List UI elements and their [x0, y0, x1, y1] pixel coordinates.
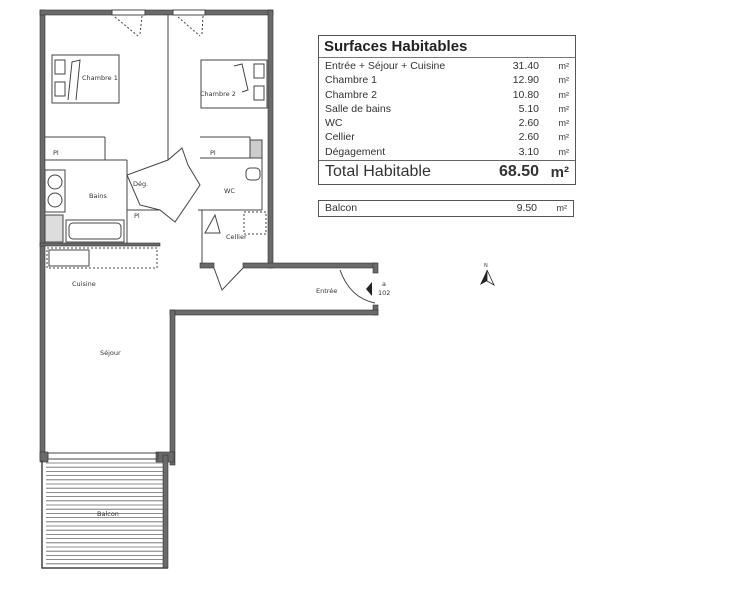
surface-name: Salle de bains: [325, 102, 391, 115]
surfaces-table: Surfaces Habitables Entrée + Séjour + Cu…: [318, 35, 576, 186]
surface-row: Dégagement 3.10 m²: [319, 145, 575, 159]
unit-letter: a: [382, 280, 386, 288]
surface-unit: m²: [558, 75, 570, 86]
room-label-degagement: Dég.: [133, 180, 148, 188]
surface-unit: m²: [558, 89, 570, 100]
total-label: Total Habitable: [325, 163, 431, 181]
room-label-sejour: Séjour: [100, 349, 121, 357]
surface-value: 2.60: [518, 117, 539, 130]
north-arrow-icon: [480, 269, 495, 286]
north-label: N: [484, 263, 488, 269]
windows: [47, 9, 206, 460]
room-label-wc: WC: [224, 187, 235, 195]
room-label-placard-2: Pl: [210, 149, 216, 157]
fixtures: [44, 139, 267, 269]
surface-row: Chambre 2 10.80 m²: [319, 88, 575, 102]
surface-name: Chambre 1: [325, 74, 377, 87]
surface-value: 5.10: [518, 102, 539, 115]
total-value: 68.50: [498, 163, 539, 181]
surface-row: Entrée + Séjour + Cuisine 31.40 m²: [319, 59, 575, 73]
surfaces-total-row: Total Habitable 68.50 m²: [319, 161, 575, 184]
entry-arrow-icon: [366, 282, 372, 296]
walls: [39, 9, 379, 569]
bed-chambre-2: [200, 59, 268, 109]
surface-value: 31.40: [512, 60, 539, 72]
surface-row: Chambre 1 12.90 m²: [319, 73, 575, 87]
surface-name: Chambre 2: [325, 88, 377, 101]
balcon-value: 9.50: [516, 202, 537, 214]
balcon-row: Balcon 9.50 m²: [318, 200, 574, 217]
surface-name: WC: [325, 117, 343, 130]
room-label-placard-3: Pl: [134, 212, 140, 220]
balcony-decking: [41, 460, 168, 569]
surface-unit: m²: [558, 103, 570, 114]
room-label-balcon: Balcon: [97, 510, 119, 518]
bed-chambre-1: [51, 54, 120, 104]
surface-unit: m²: [558, 118, 570, 129]
room-label-chambre-2: Chambre 2: [200, 90, 236, 98]
surface-row: Cellier 2.60 m²: [319, 130, 575, 144]
partitions: [45, 15, 376, 304]
surface-value: 2.60: [518, 131, 539, 144]
surface-unit: m²: [558, 132, 570, 143]
room-label-entree: Entrée: [316, 287, 337, 295]
surface-value: 10.80: [512, 88, 539, 101]
surface-value: 3.10: [518, 145, 539, 158]
balcon-unit: m²: [556, 203, 568, 213]
surface-name: Entrée + Séjour + Cuisine: [325, 60, 446, 72]
room-label-bains: Bains: [89, 192, 107, 200]
surfaces-title: Surfaces Habitables: [319, 36, 575, 58]
surface-row: WC 2.60 m²: [319, 116, 575, 130]
room-label-cellier: Cellier: [226, 233, 247, 241]
room-label-cuisine: Cuisine: [72, 280, 96, 288]
unit-number: 102: [378, 289, 390, 297]
balcon-label: Balcon: [325, 202, 358, 214]
surface-unit: m²: [558, 146, 570, 157]
surface-unit: m²: [558, 61, 570, 71]
room-label-placard-1: Pl: [53, 149, 59, 157]
surface-name: Cellier: [325, 131, 355, 144]
surface-value: 12.90: [512, 74, 539, 87]
balcony-railing: [41, 460, 168, 569]
room-label-chambre-1: Chambre 1: [82, 74, 118, 82]
total-unit: m²: [550, 163, 569, 181]
surface-row: Salle de bains 5.10 m²: [319, 102, 575, 116]
surface-name: Dégagement: [325, 145, 386, 158]
